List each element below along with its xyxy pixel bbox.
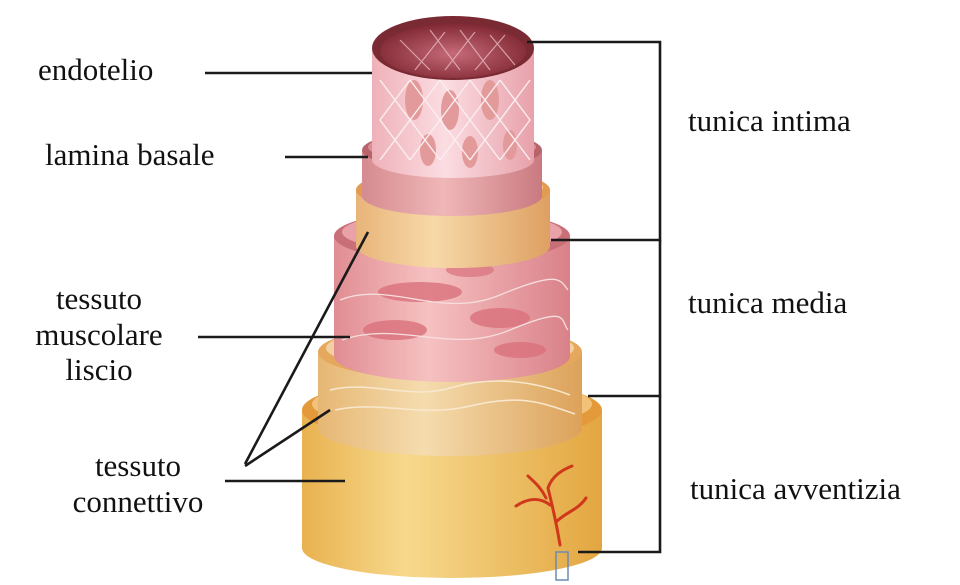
label-endotelio: endotelio bbox=[38, 52, 153, 88]
label-tessuto-connettivo: tessuto connettivo bbox=[48, 448, 228, 519]
label-tessuto-muscolare-liscio: tessuto muscolare liscio bbox=[12, 281, 186, 388]
label-muscolare-line2: muscolare bbox=[12, 317, 186, 353]
label-tunica-media: tunica media bbox=[688, 285, 847, 321]
tunica-intima-shape bbox=[372, 16, 534, 178]
label-muscolare-line1: tessuto bbox=[12, 281, 186, 317]
label-tunica-avventizia: tunica avventizia bbox=[690, 471, 901, 507]
label-tunica-intima: tunica intima bbox=[688, 103, 851, 139]
label-connettivo-line2: connettivo bbox=[48, 484, 228, 520]
label-connettivo-line1: tessuto bbox=[48, 448, 228, 484]
label-lamina-basale: lamina basale bbox=[45, 137, 215, 173]
label-muscolare-line3: liscio bbox=[12, 352, 186, 388]
